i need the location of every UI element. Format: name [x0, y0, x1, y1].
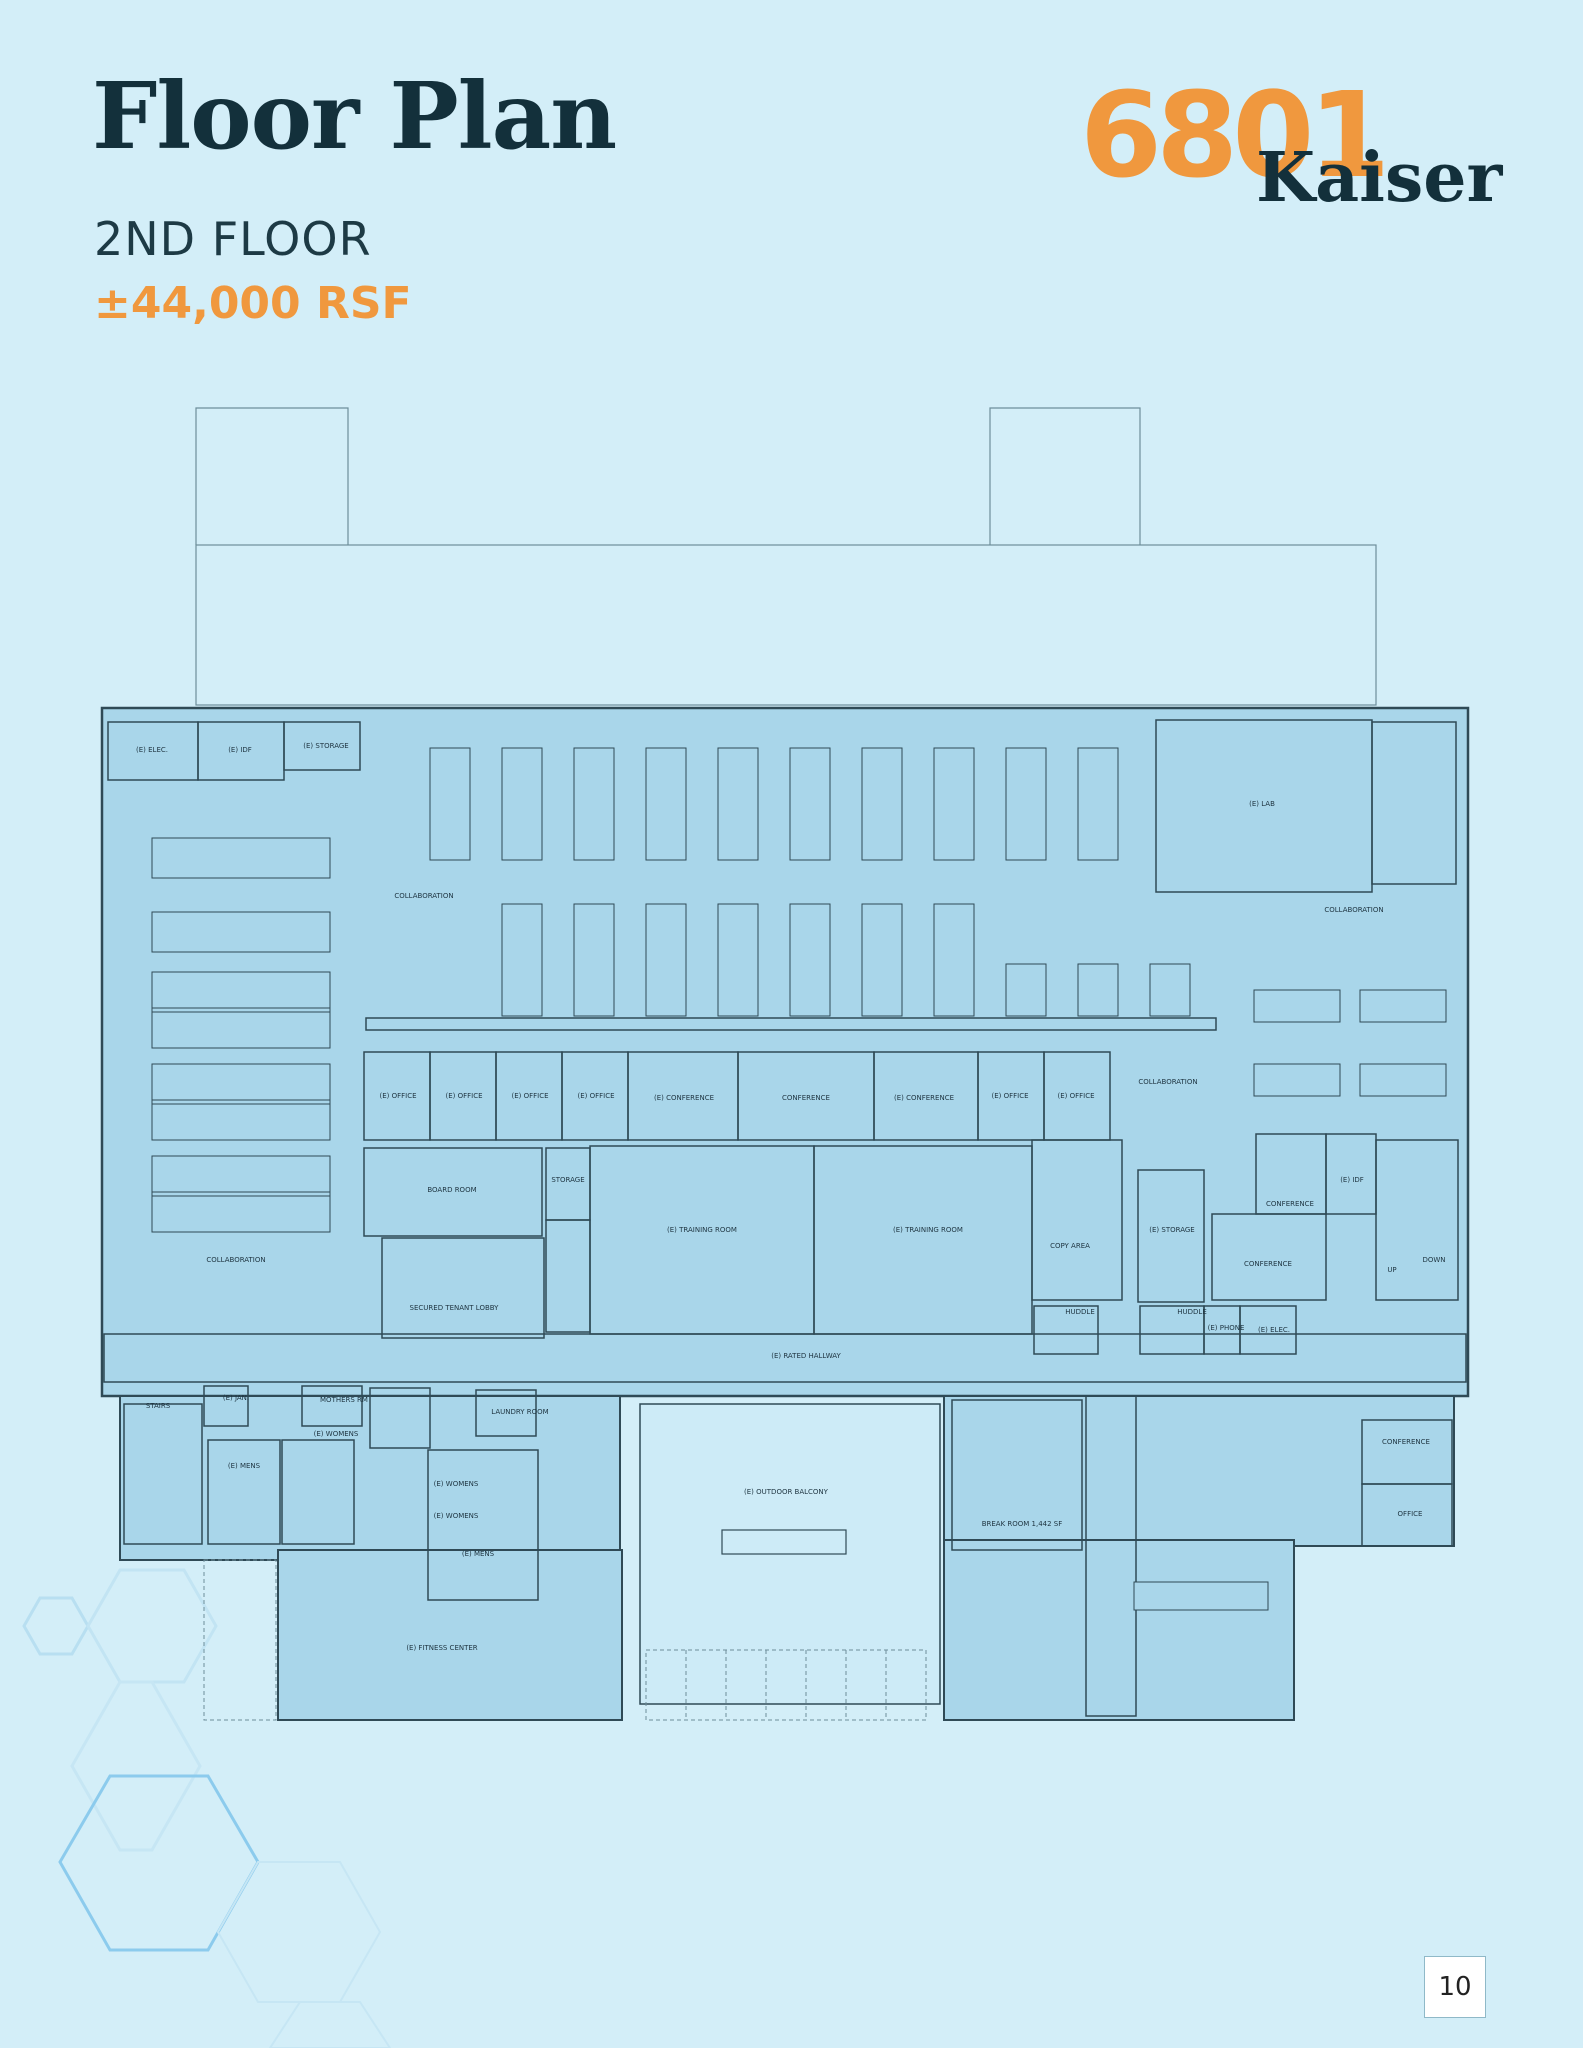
room-label-elec: (E) ELEC.: [136, 746, 168, 754]
page-number: 10: [1424, 1956, 1486, 2018]
room-label-training-1: (E) TRAINING ROOM: [667, 1226, 737, 1234]
room-label-storage-2: STORAGE: [551, 1176, 584, 1184]
room-label-conf-3: (E) CONFERENCE: [894, 1094, 954, 1102]
room-label-jan: (E) JAN.: [223, 1394, 249, 1402]
room-label-mens-2: (E) MENS: [462, 1550, 495, 1558]
room-label-break: BREAK ROOM 1,442 SF: [982, 1520, 1063, 1528]
room-label-lobby: SECURED TENANT LOBBY: [410, 1304, 500, 1312]
room-label-collab-1: COLLABORATION: [394, 892, 453, 900]
room-label-laundry: LAUNDRY ROOM: [491, 1408, 548, 1416]
room-label-stairs: STAIRS: [146, 1402, 171, 1410]
room-label-balcony: (E) OUTDOOR BALCONY: [744, 1488, 829, 1496]
room-label-office-3: (E) OFFICE: [511, 1092, 548, 1100]
building-main: [100, 706, 1470, 1721]
room-label-mothers: MOTHERS RM: [320, 1396, 368, 1404]
room-label-womens-1: (E) WOMENS: [314, 1430, 359, 1438]
room-label-phone: (E) PHONE: [1208, 1324, 1245, 1332]
room-label-womens-2: (E) WOMENS: [434, 1480, 479, 1488]
room-label-office-7: OFFICE: [1398, 1510, 1423, 1518]
room-label-down: DOWN: [1422, 1256, 1445, 1264]
room-label-office-5: (E) OFFICE: [991, 1092, 1028, 1100]
logo-name: Kaiser: [1256, 138, 1503, 218]
room-label-office-4: (E) OFFICE: [577, 1092, 614, 1100]
room-label-collab-2: COLLABORATION: [1324, 906, 1383, 914]
logo-number: 6801: [1080, 66, 1390, 204]
page-title: Floor Plan: [92, 62, 617, 170]
room-label-conf-2: CONFERENCE: [782, 1094, 830, 1102]
floor-label: 2ND FLOOR: [94, 212, 372, 266]
room-label-storage: (E) STORAGE: [303, 742, 348, 750]
logo: 6801 Kaiser: [1080, 66, 1503, 226]
workstations: [151, 837, 331, 1233]
room-label-training-2: (E) TRAINING ROOM: [893, 1226, 963, 1234]
room-label-huddle-1: HUDDLE: [1065, 1308, 1095, 1316]
room-label-collab-3: COLLABORATION: [206, 1256, 265, 1264]
room-label-womens-3: (E) WOMENS: [434, 1512, 479, 1520]
roof-outline: [195, 407, 1377, 706]
room-label-office-6: (E) OFFICE: [1057, 1092, 1094, 1100]
room-label-mens-1: (E) MENS: [228, 1462, 261, 1470]
room-label-storage-3: (E) STORAGE: [1149, 1226, 1194, 1234]
room-label-board: BOARD ROOM: [427, 1186, 476, 1194]
interior-walls: [103, 719, 1467, 1717]
room-label-idf: (E) IDF: [228, 746, 252, 754]
room-label-copy: COPY AREA: [1050, 1242, 1090, 1250]
room-label-hallway: (E) RATED HALLWAY: [771, 1352, 841, 1360]
room-label-huddle-2: HUDDLE: [1177, 1308, 1207, 1316]
area-label: ±44,000 RSF: [94, 278, 412, 329]
room-label-up: UP: [1387, 1266, 1396, 1274]
room-label-collab-4: COLLABORATION: [1138, 1078, 1197, 1086]
room-label-office-2: (E) OFFICE: [445, 1092, 482, 1100]
room-label-elec-2: (E) ELEC.: [1258, 1326, 1290, 1334]
room-label-conf-6: CONFERENCE: [1382, 1438, 1430, 1446]
room-label-conf-5: CONFERENCE: [1244, 1260, 1292, 1268]
desk-rows: [429, 747, 1447, 1611]
room-label-fitness: (E) FITNESS CENTER: [406, 1644, 477, 1652]
room-label-conf-4: CONFERENCE: [1266, 1200, 1314, 1208]
room-label-lab: (E) LAB: [1249, 800, 1275, 808]
room-label-office-1: (E) OFFICE: [379, 1092, 416, 1100]
room-label-idf-2: (E) IDF: [1340, 1176, 1364, 1184]
room-label-conf-1: (E) CONFERENCE: [654, 1094, 714, 1102]
